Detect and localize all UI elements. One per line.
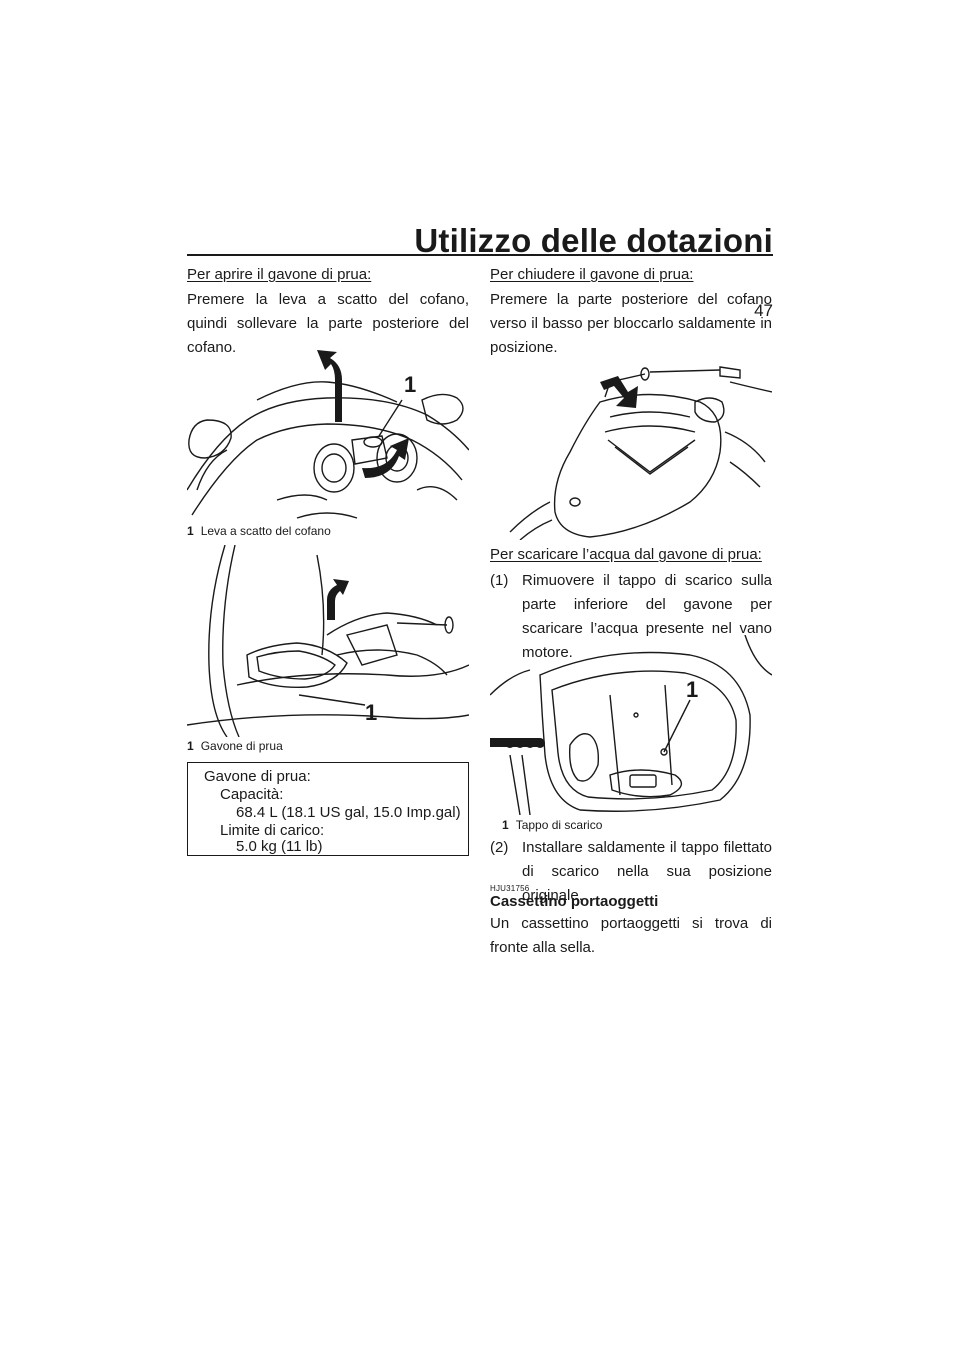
fig1-callout: 1 xyxy=(404,372,416,397)
fig1-caption: 1 Leva a scatto del cofano xyxy=(187,524,331,538)
step-1-number: (1) xyxy=(490,572,509,589)
storage-spec-box: Gavone di prua: Capacità: 68.4 L (18.1 U… xyxy=(187,762,469,856)
open-paragraph: Premere la leva a scatto del cofano, qui… xyxy=(187,291,469,356)
title-rule xyxy=(187,254,773,256)
fig2-caption-text: Gavone di prua xyxy=(200,739,283,753)
hood-latch-illustration: 1 xyxy=(187,350,469,519)
fig1-caption-number: 1 xyxy=(187,524,194,538)
drain-subheading: Per scaricare l’acqua dal gavone di prua… xyxy=(490,546,762,563)
front-storage-illustration: 1 xyxy=(187,545,469,737)
fig4-caption: 1 Tappo di scarico xyxy=(502,818,602,832)
spec-capacity-label: Capacità: xyxy=(220,786,284,803)
step-2-number: (2) xyxy=(490,839,509,856)
section-code: HJU31756 xyxy=(490,884,530,893)
close-hood-illustration xyxy=(509,366,772,540)
figure-front-storage: 1 xyxy=(187,545,469,737)
fig4-caption-text: Tappo di scarico xyxy=(515,818,603,832)
section-paragraph: Un cassettino portaoggetti si trova di f… xyxy=(490,915,772,956)
spec-title: Gavone di prua: xyxy=(204,768,311,785)
spec-load-value: 5.0 kg (11 lb) xyxy=(236,838,323,855)
fig2-caption-number: 1 xyxy=(187,739,194,753)
drain-step-2: (2) Installare saldamente il tappo filett… xyxy=(490,836,772,908)
figure-drain-plug: 1 xyxy=(490,635,772,815)
close-paragraph: Premere la parte posteriore del cofano v… xyxy=(490,291,772,356)
spec-capacity-value: 68.4 L (18.1 US gal, 15.0 Imp.gal) xyxy=(236,804,461,821)
step-2-text: Installare saldamente il tappo filettato… xyxy=(522,839,772,904)
open-subheading: Per aprire il gavone di prua: xyxy=(187,266,372,283)
fig2-callout: 1 xyxy=(365,700,377,725)
spec-load-label: Limite di carico: xyxy=(220,822,325,839)
fig4-callout: 1 xyxy=(686,677,698,702)
drain-step-1: (1) Rimuovere il tappo di scarico sulla p… xyxy=(490,569,772,665)
section-heading: Cassettino portaoggetti xyxy=(490,893,659,910)
page-title: Utilizzo delle dotazioni xyxy=(414,222,773,259)
fig1-caption-text: Leva a scatto del cofano xyxy=(200,524,331,538)
page-number: 47 xyxy=(754,301,773,320)
step-1-text: Rimuovere il tappo di scarico sulla part… xyxy=(522,572,772,661)
figure-close-hood xyxy=(490,362,772,540)
fig4-caption-number: 1 xyxy=(502,818,509,832)
fig2-caption: 1 Gavone di prua xyxy=(187,739,283,753)
close-subheading: Per chiudere il gavone di prua: xyxy=(490,266,694,283)
drain-plug-illustration: 1 xyxy=(490,635,772,815)
figure-hood-latch: 1 xyxy=(187,340,469,522)
